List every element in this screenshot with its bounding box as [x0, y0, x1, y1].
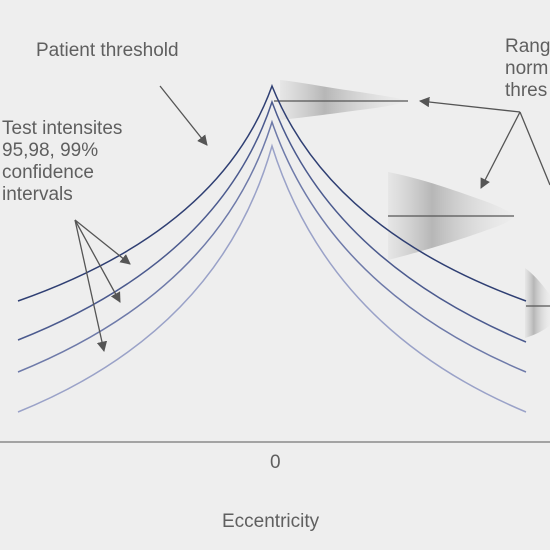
- patient-threshold-curve: [17, 83, 527, 302]
- arrow-test-98: [74, 219, 121, 303]
- test-intensity-98-curve: [17, 119, 527, 373]
- x-axis-label: Eccentricity: [222, 511, 320, 532]
- test-intensities-line: 95,98, 99%: [2, 140, 99, 161]
- threshold-curves: [17, 83, 527, 413]
- arrow-range-middle: [480, 111, 521, 189]
- test-intensities-label: Test intensites 95,98, 99% confidence in…: [2, 118, 122, 206]
- range-normal-line: norm: [505, 58, 549, 79]
- test-intensities-line: confidence: [2, 162, 94, 183]
- origin-tick-label: 0: [270, 452, 281, 473]
- test-intensity-95-curve: [17, 99, 527, 343]
- arrow-test-95: [74, 219, 131, 265]
- test-intensity-99-curve: [17, 143, 527, 413]
- range-normal-line: Rang: [505, 36, 550, 57]
- arrow-patient-threshold: [159, 85, 208, 146]
- distribution-shape-right: [525, 268, 550, 338]
- test-intensities-line: Test intensites: [2, 118, 123, 139]
- test-intensities-line: intervals: [2, 184, 73, 205]
- arrow-test-99: [74, 219, 108, 353]
- patient-threshold-label: Patient threshold: [36, 40, 179, 61]
- range-normal-label: Rang norm thres: [505, 36, 550, 102]
- arrow-range-right: [519, 111, 550, 186]
- normal-threshold-distributions: [274, 80, 550, 338]
- distribution-shape-top: [280, 80, 408, 120]
- annotation-arrows: [74, 85, 550, 353]
- range-normal-line: thres: [505, 80, 548, 101]
- arrow-range-top: [418, 96, 521, 113]
